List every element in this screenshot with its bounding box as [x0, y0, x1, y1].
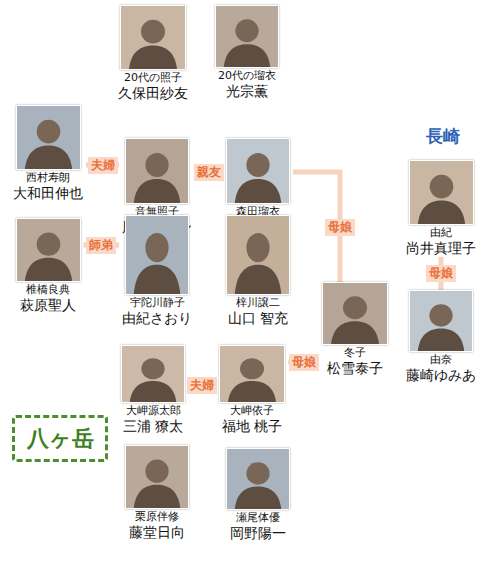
role-name: 椎橋良典: [13, 282, 84, 297]
portrait-photo: [125, 215, 189, 295]
character-card: 椎橋良典萩原聖人: [13, 218, 84, 314]
character-card: 冬子松雪泰子: [319, 282, 391, 377]
character-card: 梓川譲二山口 智充: [223, 215, 293, 327]
portrait-illustration: [17, 106, 80, 169]
actor-name: 山口 智充: [223, 310, 293, 327]
role-name: 20代の照子: [115, 70, 191, 85]
role-name: 大岬源太郎: [118, 403, 188, 418]
portrait-photo: [16, 105, 81, 170]
portrait-photo: [322, 282, 388, 345]
relation-label: 夫婦: [187, 377, 217, 394]
portrait-illustration: [122, 346, 184, 402]
role-name: 大岬依子: [216, 403, 288, 418]
role-name: 西村寿朗: [10, 170, 86, 185]
portrait-illustration: [216, 6, 278, 67]
actor-name: 藤堂日向: [122, 524, 192, 541]
portrait-photo: [226, 448, 290, 510]
actor-name: 大和田伸也: [10, 185, 86, 202]
character-card: 栗原伴修藤堂日向: [122, 445, 192, 541]
role-name: 冬子: [319, 345, 391, 360]
actor-name: 福地 桃子: [216, 418, 288, 435]
role-name: 由奈: [403, 352, 479, 367]
relation-label: 母娘: [325, 219, 355, 236]
role-name: 由紀: [403, 225, 479, 240]
actor-name: 由紀さおり: [119, 310, 195, 327]
relation-label: 母娘: [426, 265, 456, 282]
actor-name: 萩原聖人: [13, 297, 84, 314]
relation-label: 親友: [194, 164, 224, 181]
character-card: 由奈藤崎ゆみあ: [403, 290, 479, 384]
portrait-illustration: [17, 219, 80, 281]
portrait-illustration: [410, 161, 473, 224]
portrait-photo: [219, 345, 285, 403]
character-card: 20代の照子久保田紗友: [115, 5, 191, 102]
portrait-illustration: [121, 6, 185, 69]
portrait-photo: [121, 345, 185, 403]
portrait-photo: [125, 138, 189, 204]
actor-name: 岡野陽一: [223, 525, 293, 542]
relation-label: 母娘: [289, 354, 319, 371]
portrait-illustration: [227, 449, 289, 509]
portrait-photo: [409, 160, 474, 225]
character-card: 西村寿朗大和田伸也: [10, 105, 86, 202]
portrait-illustration: [410, 291, 472, 351]
character-card: 大岬依子福地 桃子: [216, 345, 288, 435]
character-card: 由紀尚井真理子: [403, 160, 479, 257]
actor-name: 藤崎ゆみあ: [403, 367, 479, 384]
actor-name: 三浦 獠太: [118, 418, 188, 435]
portrait-illustration: [220, 346, 284, 402]
actor-name: 尚井真理子: [403, 240, 479, 257]
portrait-illustration: [323, 283, 387, 344]
actor-name: 久保田紗友: [115, 85, 191, 102]
character-card: 宇陀川静子由紀さおり: [119, 215, 195, 327]
portrait-photo: [226, 215, 290, 295]
portrait-illustration: [126, 216, 188, 294]
relation-label: 師弟: [86, 237, 116, 254]
portrait-photo: [125, 445, 189, 509]
role-name: 瀬尾体優: [223, 510, 293, 525]
role-name: 梓川譲二: [223, 295, 293, 310]
region-group: 八ヶ岳音無照子風吹ジュン森田瑠衣夏木マリ宇陀川静子由紀さおり梓川譲二山口 智充大…: [105, 115, 300, 555]
portrait-photo: [409, 290, 473, 352]
region-heading: 八ヶ岳: [12, 415, 108, 462]
character-card: 大岬源太郎三浦 獠太: [118, 345, 188, 435]
portrait-illustration: [126, 446, 188, 508]
portrait-illustration: [227, 216, 289, 294]
actor-name: 松雪泰子: [319, 360, 391, 377]
portrait-photo: [120, 5, 186, 70]
role-name: 栗原伴修: [122, 509, 192, 524]
portrait-illustration: [126, 139, 188, 203]
character-card: 20代の瑠衣光宗薫: [212, 5, 282, 100]
actor-name: 光宗薫: [212, 83, 282, 100]
portrait-illustration: [227, 139, 289, 203]
portrait-photo: [226, 138, 290, 204]
role-name: 20代の瑠衣: [212, 68, 282, 83]
role-name: 宇陀川静子: [119, 295, 195, 310]
relation-label: 夫婦: [88, 157, 118, 174]
portrait-photo: [215, 5, 279, 68]
region-heading: 長崎: [398, 125, 488, 147]
character-card: 瀬尾体優岡野陽一: [223, 448, 293, 542]
portrait-photo: [16, 218, 81, 282]
